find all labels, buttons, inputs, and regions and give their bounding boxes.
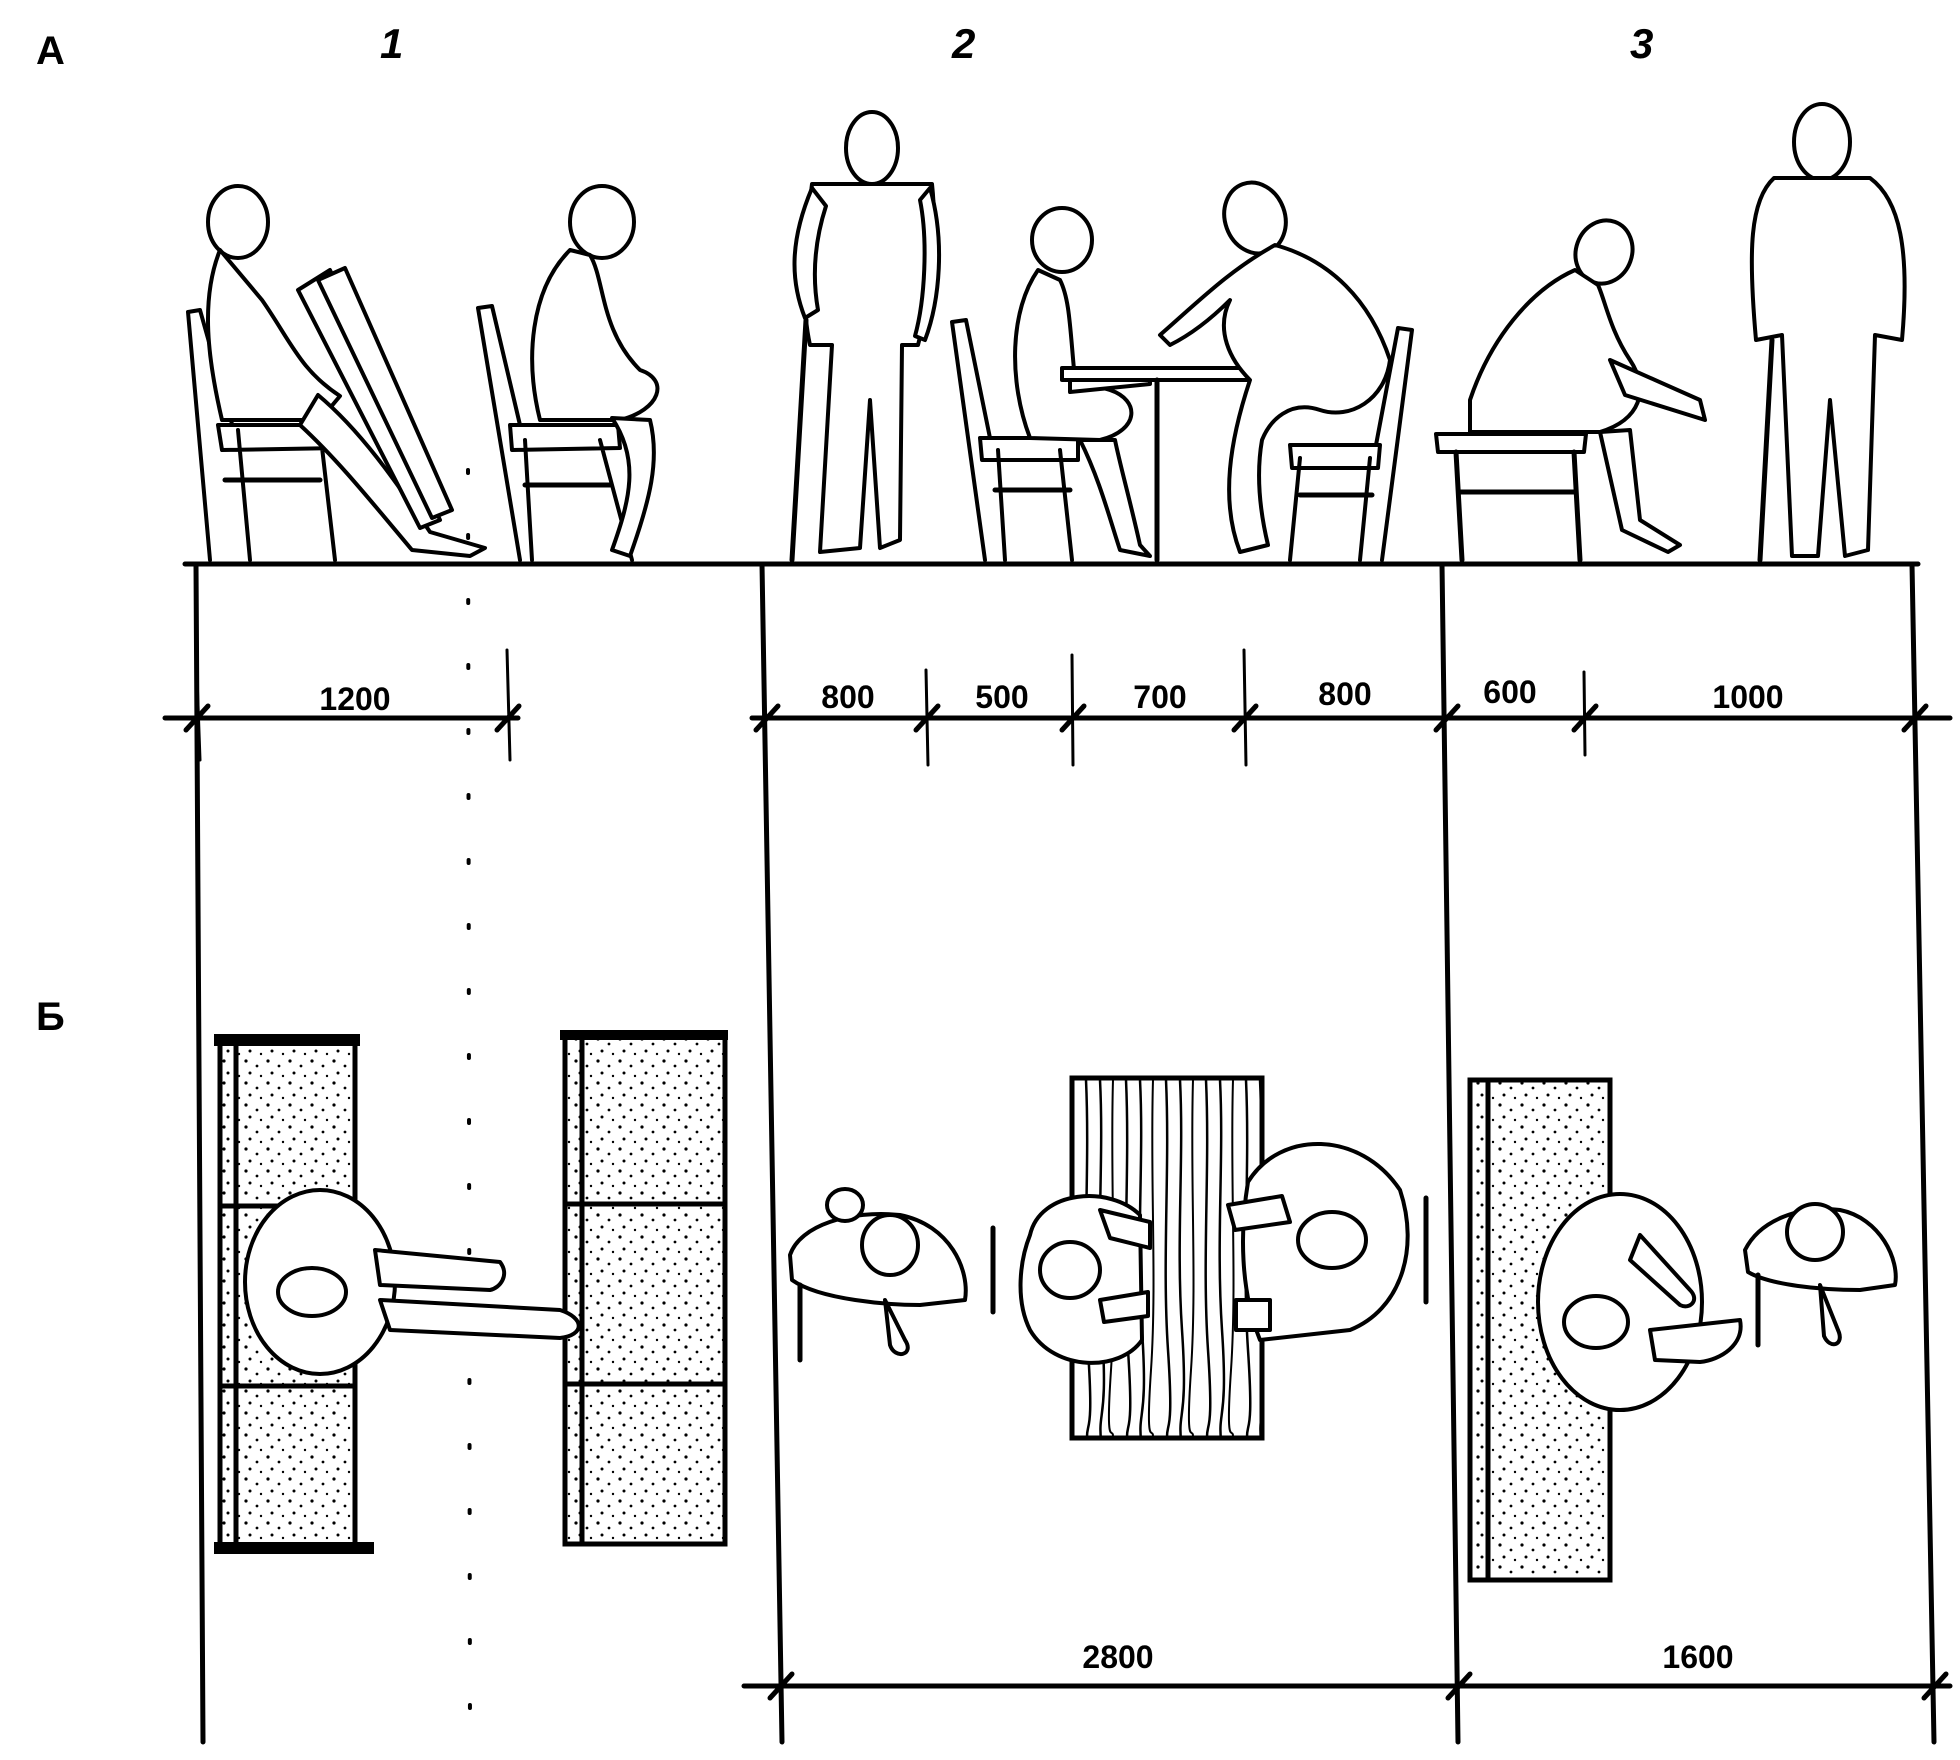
plan-seated-person-zone1: [243, 1188, 581, 1376]
dim-zone2-seg4: 800: [1318, 676, 1371, 712]
axis-dotted-line: [466, 468, 472, 1742]
zone-3-label: 3: [1630, 20, 1653, 67]
seated-woman-at-table-figure: [950, 206, 1152, 562]
seated-man-on-stool-figure: [1434, 218, 1707, 563]
standing-man-with-cane-figure: [789, 110, 942, 563]
standing-man-with-cane-figure-2: [1749, 102, 1907, 563]
dim-zone2-total: 2800: [1082, 1639, 1153, 1675]
zone-boundaries: [182, 468, 1937, 1745]
zone-1-label: 1: [380, 20, 403, 67]
zone3-left-boundary: [1439, 561, 1461, 1745]
plan-seated-person-zone3: [1536, 1192, 1743, 1412]
plan-seated-person-zone2-right: [1226, 1141, 1410, 1342]
top-dimension-line: [162, 648, 1953, 767]
zone3-right-boundary: [1909, 561, 1937, 1745]
section-b-label: Б: [36, 995, 65, 1039]
leaning-man-figure: [1158, 180, 1414, 562]
dim-zone2-seg1: 800: [821, 679, 874, 715]
dim-zone3-seg1: 600: [1483, 674, 1536, 710]
dim-zone3-total: 1600: [1662, 1639, 1733, 1675]
zone2-left-boundary: [759, 561, 785, 1745]
seated-woman-figure: [476, 184, 660, 562]
seated-woman-with-crutches-figure: [186, 184, 487, 562]
dim-zone1-width: 1200: [319, 681, 390, 717]
dim-zone2-seg3: 700: [1133, 679, 1186, 715]
section-a-label: А: [36, 29, 65, 73]
dim-zone3-seg2: 1000: [1712, 679, 1783, 715]
plan-standing-man-zone3: [1743, 1202, 1898, 1348]
zone-2-label: 2: [951, 20, 975, 67]
bottom-dimension-line: [741, 1671, 1953, 1701]
plan-bench-right: [560, 1030, 728, 1547]
zone1-left-boundary: [193, 561, 206, 1745]
dim-zone2-seg2: 500: [975, 679, 1028, 715]
plan-standing-man-zone2: [788, 1187, 968, 1363]
plan-seated-person-zone2-left: [1018, 1194, 1152, 1365]
